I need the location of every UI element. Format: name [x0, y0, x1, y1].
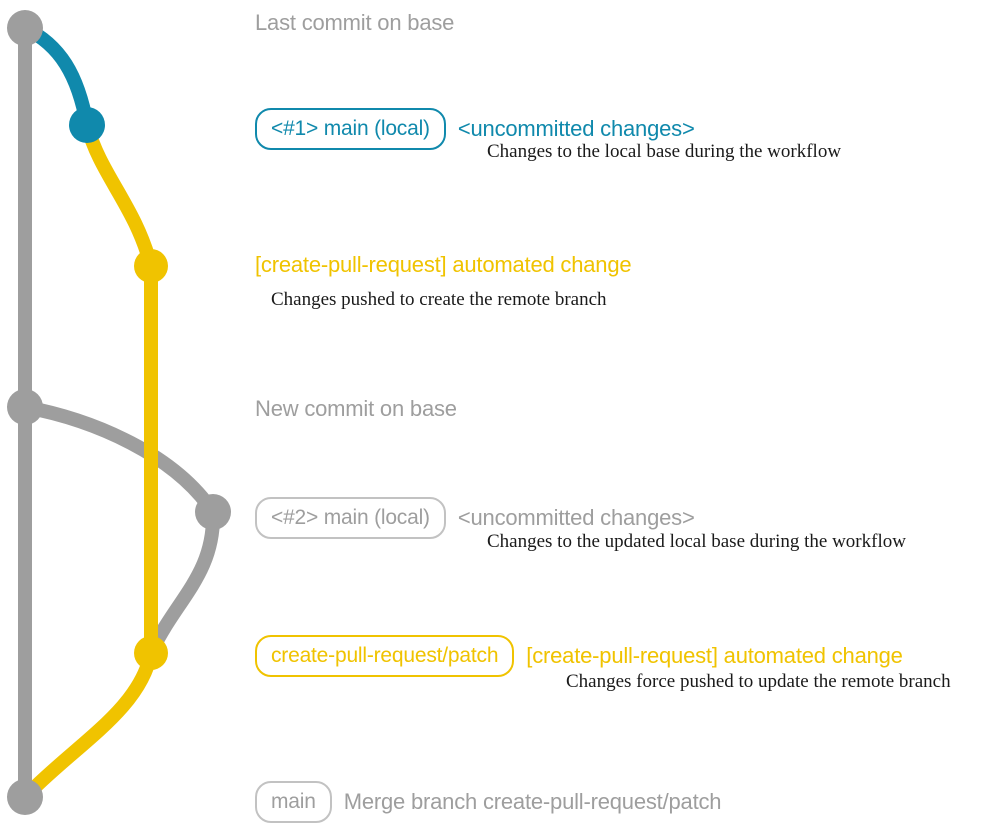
branch-line-patch [18, 118, 158, 804]
commit-subject: <uncommitted changes> [457, 505, 695, 530]
commit-node-local-2[interactable] [195, 494, 231, 530]
commit-row-new-commit-on-base: New commit on base [255, 398, 457, 420]
ref-pill-main-local-1[interactable]: <#1> main (local) [255, 108, 446, 150]
commit-node-base-last[interactable] [7, 10, 43, 46]
commit-node-local-1[interactable] [69, 107, 105, 143]
commit-row-last-commit-on-base: Last commit on base [255, 12, 454, 34]
commit-subject: Merge branch create-pull-request/patch [343, 789, 722, 814]
commit-subject: Last commit on base [255, 10, 455, 35]
commit-node-patch-2[interactable] [134, 636, 168, 670]
commit-row-local-commit-1: <#1> main (local) <uncommitted changes> [255, 108, 695, 150]
commit-subject: <uncommitted changes> [457, 116, 695, 141]
branch-line-base-to-local2 [18, 400, 221, 660]
ref-pill-main[interactable]: main [255, 781, 332, 823]
commit-node-base-merge[interactable] [7, 779, 43, 815]
commit-subject: [create-pull-request] automated change [255, 252, 632, 277]
commit-node-base-new[interactable] [7, 389, 43, 425]
commit-subject: New commit on base [255, 396, 457, 421]
commit-row-patch-commit-2: create-pull-request/patch [create-pull-r… [255, 635, 903, 677]
commit-nodes [7, 10, 231, 815]
commit-row-local-commit-2: <#2> main (local) <uncommitted changes> [255, 497, 695, 539]
commit-row-patch-commit-1: [create-pull-request] automated change [255, 252, 632, 277]
ref-pill-main-local-2[interactable]: <#2> main (local) [255, 497, 446, 539]
commit-node-patch-1[interactable] [134, 249, 168, 283]
ref-pill-create-pull-request-patch[interactable]: create-pull-request/patch [255, 635, 515, 677]
commit-row-merge-commit: main Merge branch create-pull-request/pa… [255, 781, 722, 823]
commit-subject: [create-pull-request] automated change [526, 643, 903, 668]
